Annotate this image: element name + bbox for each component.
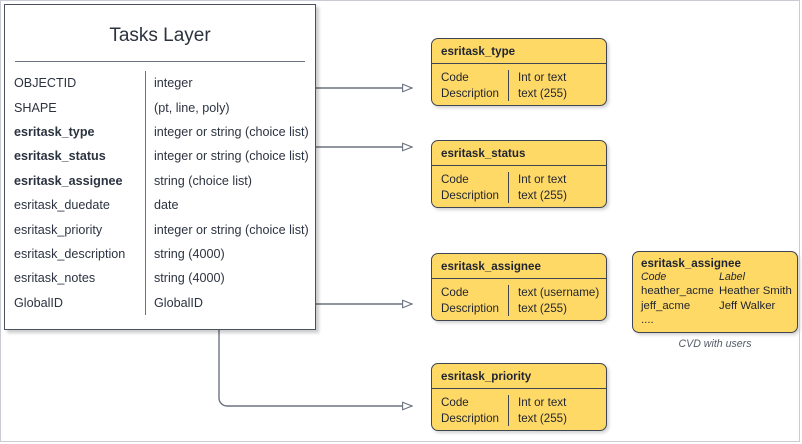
entity-field-row: esritask_assignee string (choice list) [5, 168, 315, 193]
domain-row-value: text (255) [518, 86, 567, 100]
entity-field-name: esritask_duedate [14, 198, 110, 213]
entity-field-name: esritask_status [14, 149, 106, 164]
domain-body: Code Description Int or text text (255) [432, 64, 606, 101]
entity-field-name: SHAPE [14, 100, 57, 115]
cvd-code: jeff_acme [641, 299, 691, 312]
entity-field-type: string (4000) [145, 266, 315, 291]
entity-field-row: SHAPE (pt, line, poly) [5, 95, 315, 120]
cvd-row: jeff_acme Jeff Walker [641, 299, 797, 314]
cvd-code: heather_acme [641, 285, 714, 297]
cvd-row: .... [641, 313, 797, 328]
entity-field-row: esritask_notes string (4000) [5, 266, 315, 291]
entity-field-name: GlobalID [14, 295, 63, 310]
cvd-label: Jeff Walker [719, 299, 776, 312]
domain-code-column: Code Description [432, 70, 508, 101]
domain-box-esritask-type[interactable]: esritask_type Code Description Int or te… [431, 38, 607, 106]
domain-code-column: Code Description [432, 172, 508, 203]
domain-row-value: Int or text [518, 173, 567, 186]
domain-row-label: Description [441, 86, 499, 100]
domain-type-column: Int or text text (255) [508, 70, 606, 101]
domain-row-value: text (255) [518, 301, 567, 315]
entity-field-row: esritask_description string (4000) [5, 241, 315, 267]
entity-field-type: integer [145, 71, 315, 96]
entity-field-type: date [145, 192, 315, 218]
domain-row-value: text (255) [518, 188, 567, 202]
domain-row-label: Code [441, 71, 469, 84]
cvd-caption: CVD with users [678, 338, 752, 350]
cvd-code: .... [641, 314, 654, 327]
cvd-label: Heather Smith [719, 285, 792, 297]
domain-header: esritask_type [432, 39, 606, 64]
domain-box-esritask-assignee[interactable]: esritask_assignee Code Description text … [431, 253, 607, 321]
entity-field-row: OBJECTID integer [5, 71, 315, 96]
entity-field-type: string (4000) [145, 241, 315, 267]
entity-field-type: integer or string (choice list) [145, 119, 315, 145]
entity-field-name: esritask_priority [14, 222, 103, 237]
domain-row-label: Code [441, 286, 469, 299]
domain-box-esritask-status[interactable]: esritask_status Code Description Int or … [431, 140, 607, 208]
entity-field-name: OBJECTID [14, 76, 77, 91]
domain-row-label: Description [441, 301, 499, 315]
cvd-subheader-label: Label [719, 271, 745, 283]
domain-body: Code Description Int or text text (255) [432, 166, 606, 203]
domain-type-column: Int or text text (255) [508, 172, 606, 203]
entity-field-name: esritask_type [14, 124, 95, 139]
entity-field-type: integer or string (choice list) [145, 144, 315, 169]
domain-code-column: Code Description [432, 285, 508, 316]
entity-field-row: esritask_duedate date [5, 192, 315, 218]
domain-row-label: Code [441, 396, 469, 409]
entity-field-row: esritask_status integer or string (choice… [5, 144, 315, 169]
domain-body: Code Description Int or text text (255) [432, 389, 606, 426]
entity-field-type: integer or string (choice list) [145, 217, 315, 242]
cvd-row: heather_acme Heather Smith [641, 284, 797, 299]
entity-field-name: esritask_assignee [14, 173, 123, 188]
entity-field-type: string (choice list) [145, 168, 315, 193]
domain-header: esritask_status [432, 141, 606, 166]
entity-field-name: esritask_notes [14, 271, 96, 286]
domain-row-value: Int or text [518, 71, 567, 84]
domain-type-column: text (username) text (255) [508, 285, 606, 316]
entity-field-row: GlobalID GlobalID [5, 290, 315, 315]
cvd-subheader-row: Code Label [641, 271, 797, 284]
entity-field-type: GlobalID [145, 290, 315, 315]
domain-header: esritask_assignee [432, 254, 606, 279]
domain-row-label: Description [441, 411, 499, 425]
domain-box-esritask-priority[interactable]: esritask_priority Code Description Int o… [431, 363, 607, 431]
cvd-title: esritask_assignee [641, 257, 741, 270]
entity-field-row: esritask_type integer or string (choice l… [5, 119, 315, 145]
domain-header: esritask_priority [432, 364, 606, 389]
domain-row-value: text (username) [518, 286, 600, 299]
cvd-subheader-code: Code [641, 271, 667, 283]
entity-field-type: (pt, line, poly) [145, 95, 315, 120]
entity-title: Tasks Layer [15, 10, 305, 62]
domain-type-column: Int or text text (255) [508, 395, 606, 426]
domain-row-label: Code [441, 173, 469, 186]
domain-row-value: text (255) [518, 411, 567, 425]
cvd-row-list: heather_acme Heather Smith jeff_acme Jeff W… [641, 284, 797, 328]
domain-code-column: Code Description [432, 395, 508, 426]
cvd-box-assignee-users[interactable]: esritask_assignee Code Label heather_acm… [632, 251, 798, 333]
domain-body: Code Description text (username) text (2… [432, 279, 606, 316]
domain-row-value: Int or text [518, 396, 567, 409]
entity-field-row: esritask_priority integer or string (choi… [5, 217, 315, 242]
entity-field-name: esritask_description [14, 246, 126, 261]
domain-row-label: Description [441, 188, 499, 202]
